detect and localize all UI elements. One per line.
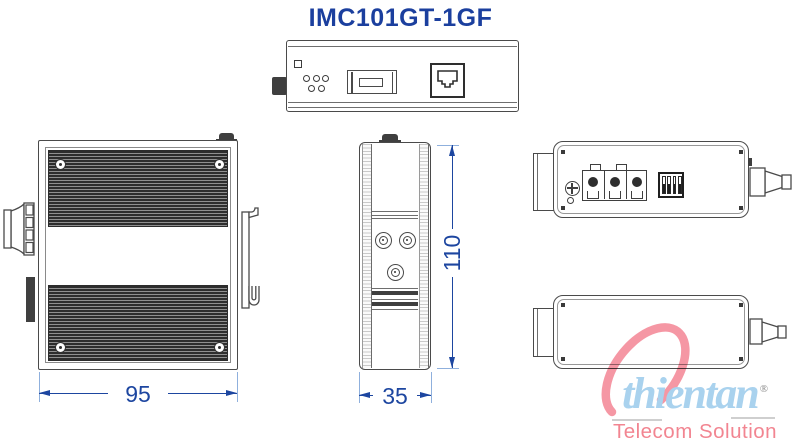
status-led	[322, 75, 329, 82]
status-led	[317, 85, 325, 92]
extension-line	[437, 144, 459, 146]
terminal-divider	[625, 171, 627, 199]
watermark-swirl-icon	[601, 323, 690, 417]
din-release-tab	[3, 202, 35, 256]
corner-screw	[54, 341, 66, 353]
front-bottom-edge-line1	[288, 102, 517, 103]
corner-mark	[561, 206, 565, 210]
profile-fin-edge-left	[361, 144, 372, 368]
heatsink-fins-top	[48, 150, 228, 227]
profile-panel-line	[372, 218, 418, 219]
top-inner-outline	[557, 145, 745, 214]
profile-band	[372, 302, 418, 306]
front-top-edge-line	[288, 46, 517, 47]
arrow-left-icon	[359, 392, 370, 399]
profile-panel-line	[372, 211, 418, 212]
corner-mark	[561, 303, 565, 307]
rj45-jack-icon	[437, 70, 458, 88]
cover-bolt	[374, 231, 392, 249]
arrow-right-icon	[420, 392, 431, 399]
profile-panel-line	[372, 214, 418, 216]
bottom-flange-line	[537, 309, 538, 356]
extension-line	[430, 372, 432, 403]
terminal-screw	[588, 177, 598, 187]
watermark-brand: thientan®	[600, 368, 790, 419]
dip-switch-slider	[662, 176, 666, 194]
front-bottom-edge-line2	[288, 106, 517, 108]
dip-switch-slider	[667, 176, 672, 194]
watermark-underline-right	[731, 417, 775, 419]
corner-mark	[739, 150, 743, 154]
side-connector-bar	[26, 277, 35, 322]
grounding-screw-cross	[571, 182, 573, 194]
profile-knob	[382, 134, 398, 142]
sfp-rail-line	[351, 71, 353, 93]
sfp-rail-line	[391, 71, 393, 93]
bottom-inner-outline	[557, 299, 745, 365]
profile-band	[372, 291, 418, 295]
terminal-opening	[608, 191, 621, 199]
corner-mark	[739, 206, 743, 210]
profile-band-line	[372, 298, 418, 300]
terminal-screw	[632, 177, 642, 187]
dimension-width-value: 95	[108, 381, 168, 407]
arrow-left-icon	[39, 390, 50, 397]
profile-knob-base	[379, 140, 401, 143]
cover-bolt	[386, 263, 404, 281]
extension-line	[39, 372, 40, 402]
watermark-underline-left	[612, 419, 662, 421]
din-clip-tab-top	[749, 167, 792, 197]
dimension-depth-value: 35	[373, 383, 417, 409]
side-inner-frame	[45, 147, 231, 363]
clip-notch	[748, 158, 752, 166]
status-led	[308, 85, 315, 92]
profile-band-line	[372, 288, 418, 289]
corner-screw	[54, 158, 66, 170]
arrow-up-icon	[449, 145, 455, 156]
profile-fin-edge-right	[418, 144, 429, 368]
corner-screw	[213, 341, 225, 353]
extension-line	[437, 367, 459, 369]
ground-knob	[219, 133, 234, 141]
ground-pilot-hole	[566, 196, 574, 204]
dip-switch-slider	[672, 176, 677, 194]
din-rail-clip	[241, 207, 260, 309]
product-title: IMC101GT-1GF	[308, 4, 493, 32]
extension-line	[358, 372, 360, 403]
rj45-port	[430, 63, 465, 98]
cover-bolt	[398, 231, 416, 249]
registered-mark: ®	[759, 383, 768, 396]
corner-mark	[739, 357, 743, 361]
status-led	[303, 75, 310, 82]
dip-switch-slider	[677, 176, 682, 194]
sfp-inner-opening	[359, 78, 383, 87]
profile-band-line	[372, 309, 418, 310]
top-flange-line	[537, 154, 538, 210]
arrow-down-icon	[449, 357, 455, 368]
heatsink-fins-bottom	[48, 285, 228, 361]
watermark-brand-text: thientan	[622, 369, 760, 418]
corner-screw	[213, 158, 225, 170]
terminal-screw	[610, 177, 620, 187]
power-led-square	[294, 60, 302, 68]
corner-mark	[561, 150, 565, 154]
extension-line	[236, 372, 238, 402]
arrow-right-icon	[226, 390, 237, 397]
terminal-opening	[586, 191, 599, 199]
terminal-divider	[603, 171, 605, 199]
terminal-opening	[630, 191, 643, 199]
watermark-tagline: Telecom Solution	[612, 420, 778, 443]
status-led	[312, 75, 320, 82]
corner-mark	[739, 303, 743, 307]
corner-mark	[561, 357, 565, 361]
front-left-lug	[272, 77, 287, 95]
din-clip-tab-bottom	[749, 318, 787, 345]
